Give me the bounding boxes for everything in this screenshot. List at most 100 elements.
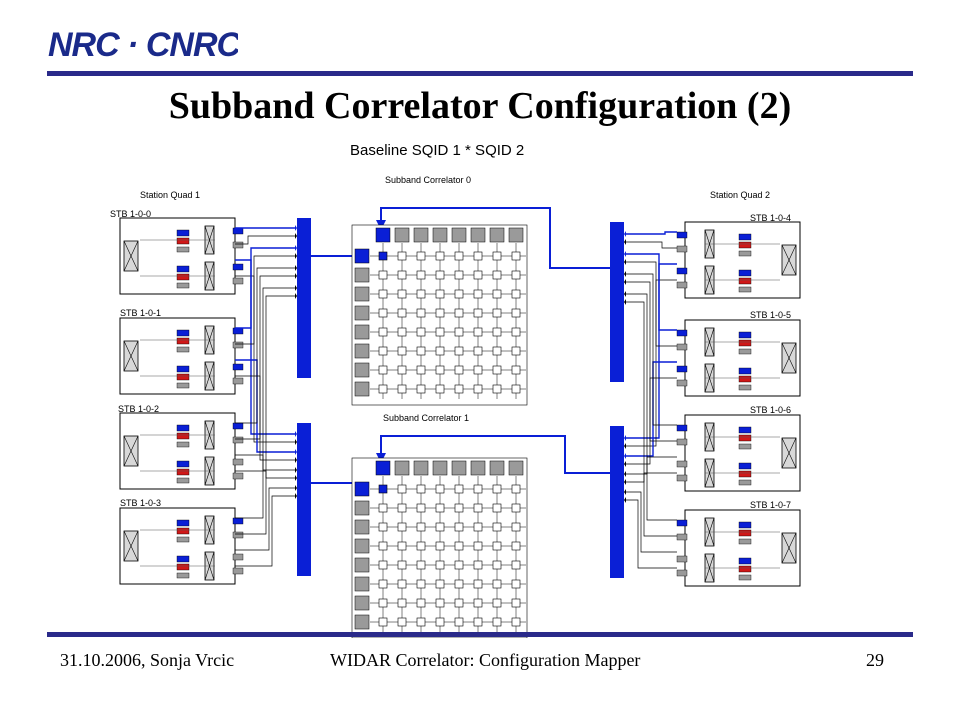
- bus-left-top: [297, 218, 311, 378]
- correlator-header-cell: [470, 227, 486, 243]
- correlator-cell: [416, 579, 426, 589]
- correlator-cell: [454, 541, 464, 551]
- correlator-cell: [473, 522, 483, 532]
- correlator-cell: [378, 384, 388, 394]
- correlator-cell: [511, 251, 521, 261]
- stb-chip-red: [738, 434, 752, 442]
- correlator-cell: [416, 384, 426, 394]
- stb-port: [676, 438, 688, 446]
- correlator-cell: [378, 365, 388, 375]
- wire-right: [626, 293, 677, 521]
- correlator-header-cell: [354, 267, 370, 283]
- correlator-cell: [397, 308, 407, 318]
- nrc-cnrc-logo: NRC · CNRC: [48, 26, 238, 64]
- correlator-cell: [378, 598, 388, 608]
- stb-chip-gray: [176, 536, 190, 543]
- correlator-cell: [378, 270, 388, 280]
- stb-label-left-2: STB 1-0-2: [118, 404, 159, 414]
- correlator-cell: [378, 560, 388, 570]
- correlator-cell: [473, 289, 483, 299]
- correlator-cell: [492, 384, 502, 394]
- stb-port: [676, 474, 688, 482]
- correlator-cell: [416, 598, 426, 608]
- correlator-cell: [492, 251, 502, 261]
- stb-chip-gray: [738, 348, 752, 355]
- correlator-header-cell: [354, 343, 370, 359]
- correlator-header-cell: [375, 460, 391, 476]
- correlator-cell: [511, 365, 521, 375]
- stb-chip-red: [738, 375, 752, 383]
- correlator-cell: [511, 270, 521, 280]
- stb-chip-red: [738, 529, 752, 537]
- stb-chip-blue: [738, 557, 752, 565]
- stb-chip-blue: [738, 426, 752, 434]
- arrowhead: [295, 431, 297, 437]
- correlator-cell: [454, 270, 464, 280]
- correlator-cell: [378, 251, 388, 261]
- correlator-cell: [416, 327, 426, 337]
- stb-box-right-3: [676, 509, 801, 587]
- wire-left: [235, 495, 295, 567]
- stb-port: [676, 267, 688, 275]
- stb-port: [676, 460, 688, 468]
- stb-port: [232, 241, 244, 249]
- correlator-cell: [378, 308, 388, 318]
- stb-box-right-0: [676, 221, 801, 299]
- arrowhead: [624, 461, 626, 467]
- stb-port: [676, 533, 688, 541]
- arrowhead: [295, 265, 297, 271]
- wire-left: [235, 470, 295, 479]
- arrowhead: [295, 467, 297, 473]
- stb-chip-gray: [738, 286, 752, 293]
- arrowhead: [295, 273, 297, 279]
- stb-chip-red: [176, 237, 190, 245]
- stb-boxes: [119, 217, 801, 587]
- correlator-cell: [397, 365, 407, 375]
- correlator-cell: [492, 270, 502, 280]
- stb-port: [232, 263, 244, 271]
- correlator-header-cell: [354, 481, 370, 497]
- correlator-cell: [435, 289, 445, 299]
- header-rule: [47, 71, 913, 76]
- correlator-cell: [397, 384, 407, 394]
- correlator-header-cell: [354, 614, 370, 630]
- stb-label-right-1: STB 1-0-5: [750, 310, 791, 320]
- correlator-cell: [511, 503, 521, 513]
- stb-chip-blue: [176, 329, 190, 337]
- stb-chip-red: [176, 432, 190, 440]
- correlator-cell: [416, 270, 426, 280]
- stb-chip-gray: [738, 479, 752, 486]
- wire-left: [235, 287, 295, 519]
- arrowhead: [624, 239, 626, 245]
- arrowhead: [624, 279, 626, 285]
- correlator-cell: [397, 251, 407, 261]
- arrowhead: [624, 271, 626, 277]
- wire-right: [626, 281, 677, 442]
- bus-right-top: [610, 222, 624, 382]
- arrowhead: [295, 225, 297, 231]
- correlator-cell: [397, 346, 407, 356]
- stb-label-left-0: STB 1-0-0: [110, 209, 151, 219]
- correlator-cell: [435, 541, 445, 551]
- stb-chip-red: [176, 373, 190, 381]
- correlator-cell: [473, 346, 483, 356]
- correlator-cell: [492, 522, 502, 532]
- stb-port: [232, 553, 244, 561]
- arrowhead: [624, 489, 626, 495]
- stb-port: [232, 472, 244, 480]
- arrowhead: [624, 453, 626, 459]
- correlator-header-cell: [413, 227, 429, 243]
- correlator-cell: [435, 327, 445, 337]
- arrowhead: [624, 251, 626, 257]
- correlator-cell: [454, 598, 464, 608]
- stb-port: [232, 277, 244, 285]
- stb-chip-blue: [738, 233, 752, 241]
- correlator-cell: [511, 617, 521, 627]
- correlator-header-cell: [354, 519, 370, 535]
- stb-chip-gray: [738, 384, 752, 391]
- correlator-cell: [454, 251, 464, 261]
- stb-port: [676, 555, 688, 563]
- correlator-cell: [435, 522, 445, 532]
- correlator-header-cell: [354, 500, 370, 516]
- quad-left-label: Station Quad 1: [140, 190, 200, 200]
